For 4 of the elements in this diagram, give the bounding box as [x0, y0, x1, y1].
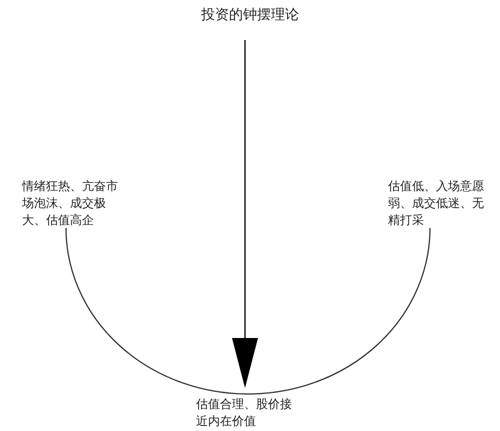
state-label: 估值合理、股价接近内在价值 — [196, 396, 293, 430]
state-label: 估值低、入场意愿弱、成交低迷、无精打采 — [388, 178, 485, 229]
state-label: 情绪狂热、亢奋市场泡沫、成交极大、估值高企 — [22, 178, 119, 229]
diagram-title: 投资的钟摆理论 — [200, 6, 300, 24]
